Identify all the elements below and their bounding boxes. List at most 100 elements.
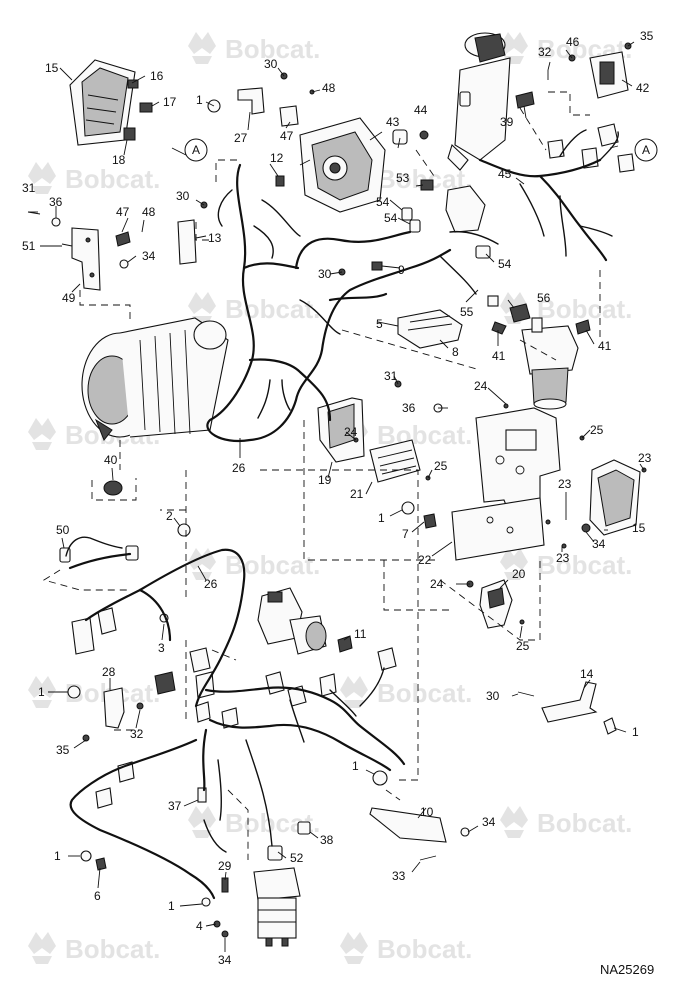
bolt-33 [419, 855, 437, 861]
callout-32: 32 [130, 727, 144, 741]
bracket-49 [71, 227, 101, 291]
callout-19: 19 [318, 473, 332, 487]
bolt-30 [517, 691, 535, 697]
mounting-panel-22 [451, 407, 561, 561]
clamp-1e [201, 897, 211, 907]
callout-18: 18 [112, 153, 126, 167]
clip-47 [115, 231, 131, 247]
clip-7 [423, 513, 437, 529]
callout-49: 49 [62, 291, 76, 305]
callout-33: 33 [392, 869, 406, 883]
bolt-51 [61, 243, 73, 247]
relay-plate-8 [397, 309, 463, 349]
callout-1: 1 [352, 759, 359, 773]
callout-31: 31 [22, 181, 36, 195]
cap-12 [275, 175, 285, 187]
callout-41: 41 [598, 339, 612, 353]
callout-17: 17 [163, 95, 177, 109]
callout-45: 45 [498, 167, 512, 181]
clamp-1g [401, 501, 415, 515]
relay-56 [509, 303, 531, 323]
callout-27: 27 [234, 131, 248, 145]
callout-56: 56 [537, 291, 551, 305]
callout-1: 1 [196, 93, 203, 107]
callout-52: 52 [290, 851, 304, 865]
starter-motor [447, 32, 511, 171]
callout-23: 23 [558, 477, 572, 491]
watermark-text: Bobcat. [377, 678, 472, 708]
callout-21: 21 [350, 487, 364, 501]
callout-40: 40 [104, 453, 118, 467]
leader-lines [28, 41, 645, 952]
bracket-10 [369, 807, 447, 843]
callout-labels: 15 16 17 18 30 48 1 27 47 12 30 13 43 44… [22, 29, 654, 967]
callout-12: 12 [270, 151, 284, 165]
nut-24b [503, 403, 509, 409]
callout-37: 37 [168, 799, 182, 813]
injection-pump [299, 117, 386, 213]
washer-36 [51, 217, 61, 227]
callout-47: 47 [280, 129, 294, 143]
callout-15: 15 [45, 61, 59, 75]
controller-module-top [69, 59, 136, 146]
callout-5: 5 [376, 317, 383, 331]
nut-35b [82, 734, 90, 742]
bracket-47b [279, 105, 299, 127]
callout-8: 8 [452, 345, 459, 359]
callout-23: 23 [556, 551, 570, 565]
callout-2: 2 [166, 509, 173, 523]
sensor-43 [392, 129, 408, 145]
callout-1: 1 [168, 899, 175, 913]
fuel-water-separator [253, 845, 301, 947]
connector-17 [139, 102, 153, 113]
nut-34 [119, 259, 129, 269]
callout-26: 26 [232, 461, 246, 475]
reference-lines [42, 91, 601, 860]
connector-16 [127, 79, 139, 89]
callout-28: 28 [102, 665, 116, 679]
watermark-text: Bobcat. [225, 34, 320, 64]
callout-25: 25 [590, 423, 604, 437]
bracket-28 [103, 687, 125, 729]
grommet-40 [103, 480, 123, 496]
screw-23a [545, 519, 551, 525]
callout-30: 30 [176, 189, 190, 203]
callout-54: 54 [498, 257, 512, 271]
cap-11 [337, 635, 353, 653]
callout-46: 46 [566, 35, 580, 49]
callout-13: 13 [208, 231, 222, 245]
nut-34b [460, 827, 470, 837]
callout-55: 55 [460, 305, 474, 319]
callout-1: 1 [632, 725, 639, 739]
watermark-text: Bobcat. [537, 550, 632, 580]
watermark-text: Bobcat. [377, 934, 472, 964]
callout-22: 22 [418, 553, 432, 567]
connector-54a [401, 207, 413, 221]
watermark-text: Bobcat. [537, 294, 632, 324]
callout-35: 35 [640, 29, 654, 43]
callout-11: 11 [354, 627, 367, 641]
fuse-block-21 [369, 439, 421, 483]
alternator [81, 317, 229, 441]
callout-14: 14 [580, 667, 594, 681]
callout-25: 25 [434, 459, 448, 473]
callout-34: 34 [218, 953, 232, 967]
tie-6 [95, 857, 107, 871]
callout-34: 34 [482, 815, 496, 829]
fitting-38 [297, 821, 311, 835]
callout-30: 30 [318, 267, 332, 281]
wire-harnesses [65, 129, 619, 900]
fuel-solenoid [257, 587, 327, 655]
callout-4: 4 [196, 919, 203, 933]
nut-25c [519, 619, 525, 625]
callout-34: 34 [142, 249, 156, 263]
callout-31: 31 [384, 369, 398, 383]
callout-41: 41 [492, 349, 506, 363]
connection-marker-a-right: A [634, 138, 658, 162]
callout-30: 30 [264, 57, 278, 71]
clamp-1c [603, 717, 617, 735]
callout-6: 6 [94, 889, 101, 903]
callout-44: 44 [414, 103, 428, 117]
svg-text:A: A [642, 143, 650, 157]
